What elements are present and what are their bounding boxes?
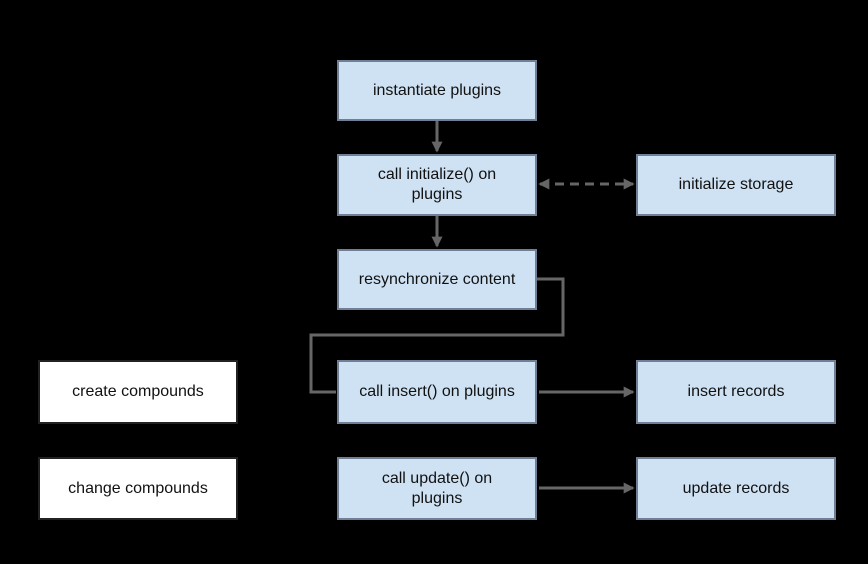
node-create-compounds: create compounds [38,360,238,424]
node-update-records: update records [636,457,836,520]
node-insert-records: insert records [636,360,836,424]
node-call-insert-on-plugins: call insert() on plugins [337,360,537,424]
node-initialize-storage: initialize storage [636,154,836,216]
node-call-initialize-on-plugins: call initialize() on plugins [337,154,537,216]
node-change-compounds: change compounds [38,457,238,520]
node-call-update-on-plugins: call update() on plugins [337,457,537,520]
node-resynchronize-content: resynchronize content [337,249,537,310]
node-instantiate-plugins: instantiate plugins [337,60,537,121]
edge-resynchronize-to-insert-loop [309,277,565,394]
